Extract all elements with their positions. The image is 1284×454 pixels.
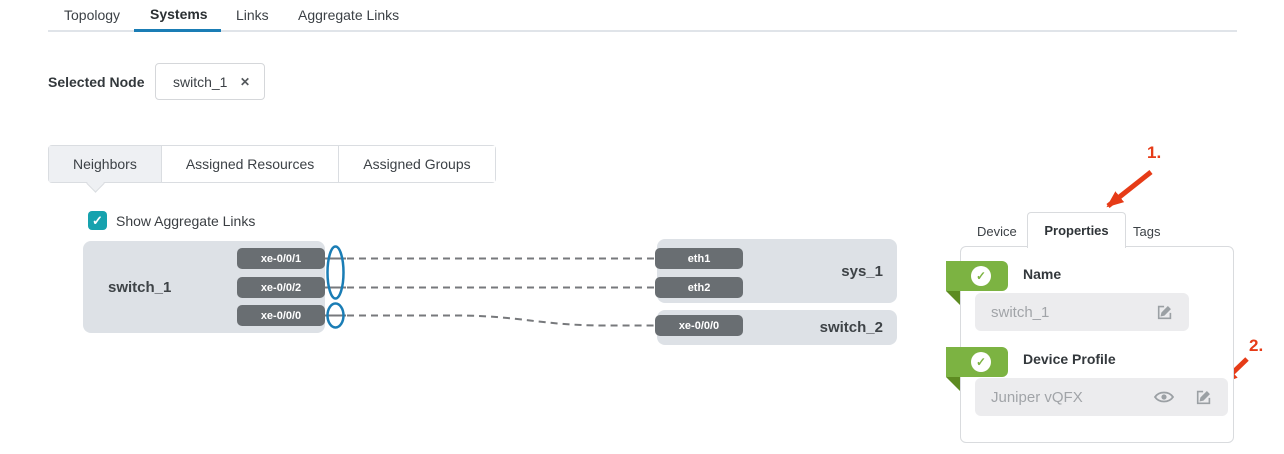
panel-tab-tags[interactable]: Tags [1133, 224, 1161, 239]
subtab-assigned-resources-label: Assigned Resources [185, 156, 315, 172]
name-field-value: switch_1 [991, 303, 1050, 321]
port-badge-switch1-xe001[interactable]: xe-0/0/1 [237, 248, 325, 269]
panel-tab-device[interactable]: Device [977, 224, 1017, 239]
valid-check-icon: ✓ [971, 352, 991, 372]
tab-links[interactable]: Links [236, 7, 269, 23]
device-profile-valid-ribbon: ✓ [946, 347, 1008, 377]
tab-aggregate-links[interactable]: Aggregate Links [298, 7, 400, 23]
selected-node-value: switch_1 [173, 73, 228, 90]
view-device-profile-icon[interactable] [1154, 387, 1174, 407]
node-sys1-label: sys_1 [841, 262, 883, 280]
tab-systems[interactable]: Systems [150, 6, 208, 22]
annotation-step-1: 1. [1147, 143, 1162, 162]
port-badge-switch2-xe000[interactable]: xe-0/0/0 [655, 315, 743, 336]
panel-tab-properties[interactable]: Properties [1027, 212, 1126, 248]
active-tab-underline [134, 29, 221, 32]
edit-name-icon[interactable] [1155, 302, 1175, 322]
valid-check-icon: ✓ [971, 266, 991, 286]
ribbon-fold [946, 291, 960, 305]
header-tab-divider [48, 30, 1237, 32]
aggregate-ellipse-large [326, 245, 345, 300]
subtab-assigned-resources[interactable]: Assigned Resources [161, 146, 340, 182]
subtab-assigned-groups-label: Assigned Groups [363, 156, 471, 172]
port-badge-switch1-xe000[interactable]: xe-0/0/0 [237, 305, 325, 326]
device-profile-section-heading: Device Profile [1023, 351, 1116, 367]
device-profile-field-value: Juniper vQFX [991, 388, 1083, 406]
annotation-step-2: 2. [1249, 336, 1264, 355]
subtab-bar: Neighbors Assigned Resources Assigned Gr… [48, 145, 496, 183]
port-badge-sys1-eth2[interactable]: eth2 [655, 277, 743, 298]
link-xe000-xe000 [347, 314, 654, 327]
node-switch2-label: switch_2 [819, 319, 883, 336]
selected-node-label: Selected Node [48, 74, 145, 90]
device-profile-field: Juniper vQFX [975, 378, 1228, 416]
ribbon-fold [946, 377, 960, 391]
node-switch1-label: switch_1 [108, 278, 172, 296]
show-aggregate-links-label: Show Aggregate Links [116, 213, 256, 229]
edit-device-profile-icon[interactable] [1194, 387, 1214, 407]
name-valid-ribbon: ✓ [946, 261, 1008, 291]
show-aggregate-links-checkbox[interactable]: ✓ [88, 211, 107, 230]
annotation-arrow-1 [1106, 170, 1153, 208]
remove-node-icon[interactable]: ✕ [239, 74, 250, 89]
port-badge-switch1-xe002[interactable]: xe-0/0/2 [237, 277, 325, 298]
subtab-assigned-groups[interactable]: Assigned Groups [339, 146, 495, 182]
name-section-heading: Name [1023, 266, 1062, 282]
subtab-neighbors-label: Neighbors [73, 156, 137, 172]
aggregate-ellipse-small [326, 302, 345, 329]
panel-tab-properties-label: Properties [1044, 223, 1109, 238]
checkmark-icon: ✓ [92, 212, 103, 228]
tab-topology[interactable]: Topology [64, 7, 121, 23]
subtab-neighbors[interactable]: Neighbors [49, 146, 162, 182]
port-badge-sys1-eth1[interactable]: eth1 [655, 248, 743, 269]
name-field: switch_1 [975, 293, 1189, 331]
selected-node-chip[interactable]: switch_1 ✕ [155, 63, 265, 100]
